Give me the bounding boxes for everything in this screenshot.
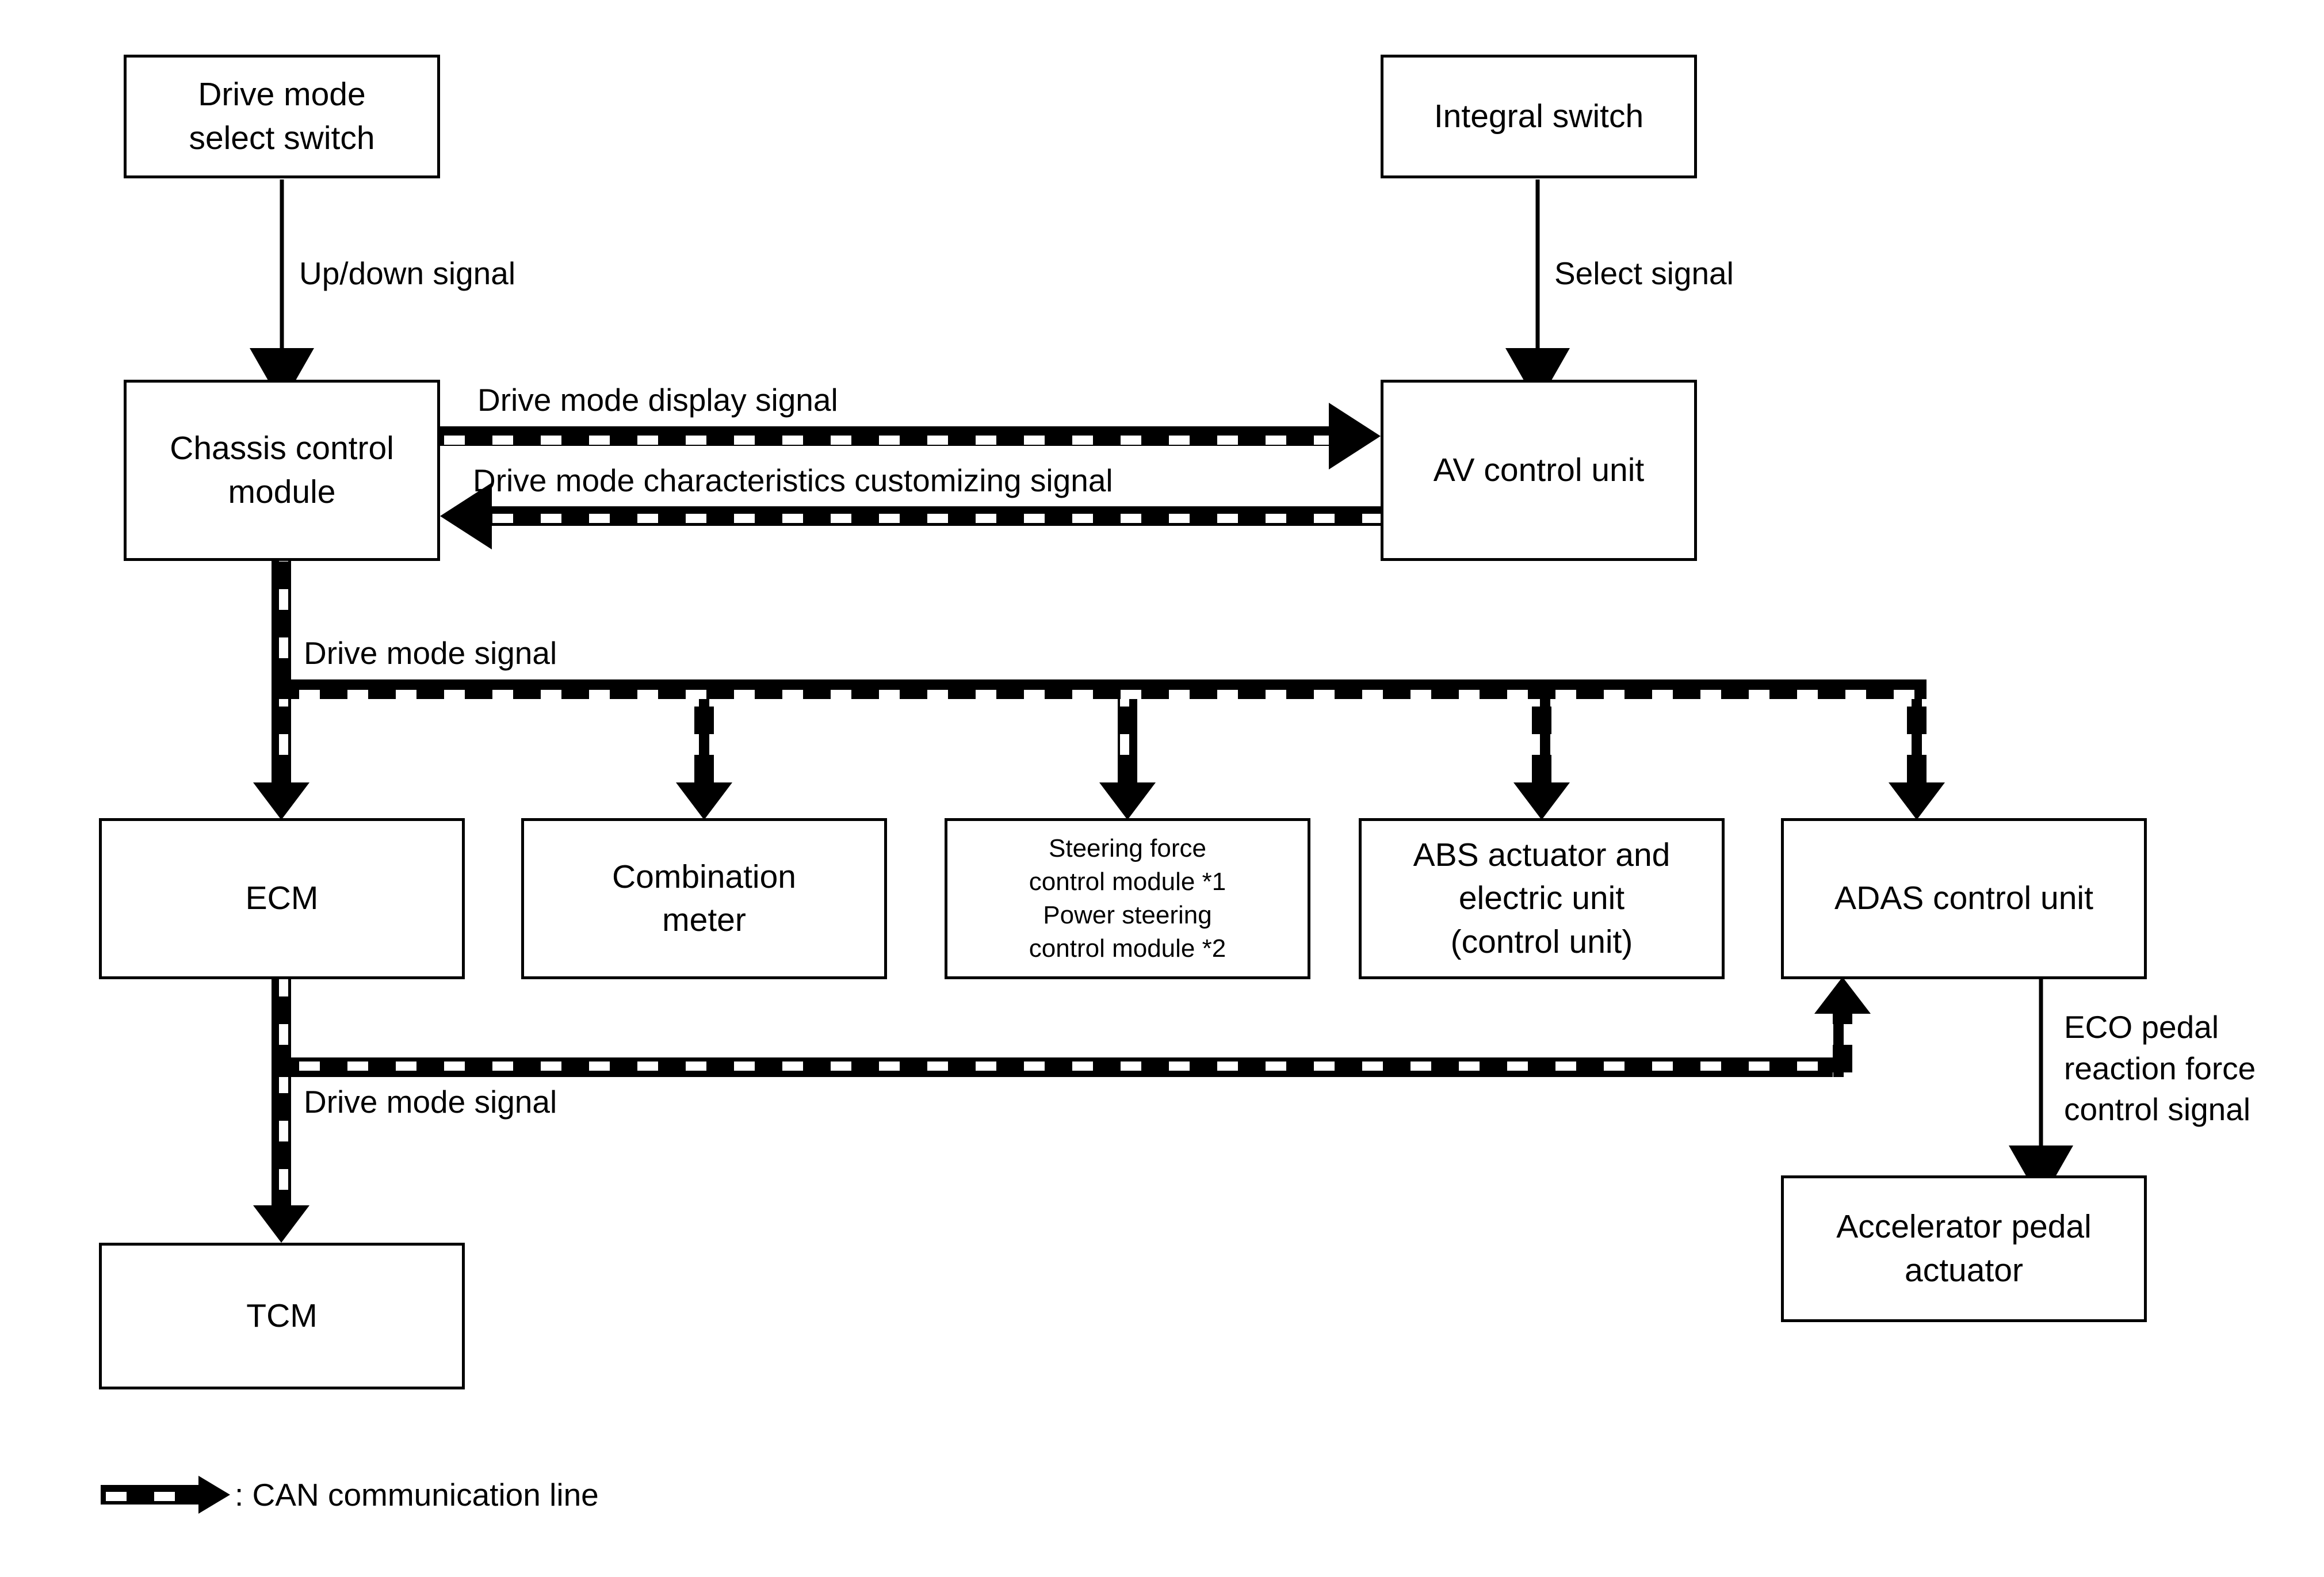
box-steering-force-control-module[interactable]: Steering force control module *1 Power s… bbox=[945, 818, 1310, 979]
box-label: ADAS control unit bbox=[1834, 880, 2093, 917]
box-label: TCM bbox=[246, 1297, 318, 1334]
label-eco-pedal-reaction-force-control-signal: ECO pedal reaction force control signal bbox=[2064, 1009, 2256, 1127]
box-label: Integral switch bbox=[1434, 97, 1644, 135]
box-accelerator-pedal-actuator[interactable]: Accelerator pedal actuator bbox=[1781, 1175, 2147, 1322]
label-select-signal: Select signal bbox=[1554, 255, 1734, 291]
box-abs-actuator-and-electric-unit[interactable]: ABS actuator and electric unit (control … bbox=[1359, 818, 1725, 979]
label-drive-mode-signal-bus: Drive mode signal bbox=[304, 635, 557, 671]
drive-mode-signal-tcm-line bbox=[253, 977, 1871, 1243]
box-chassis-control-module[interactable]: Chassis control module bbox=[124, 380, 440, 561]
label-drive-mode-signal-tcm: Drive mode signal bbox=[304, 1084, 557, 1120]
box-drive-mode-select-switch[interactable]: Drive mode select switch bbox=[124, 55, 440, 178]
box-label: ABS actuator and electric unit (control … bbox=[1413, 837, 1671, 960]
box-tcm[interactable]: TCM bbox=[99, 1243, 465, 1389]
box-label: Steering force control module *1 Power s… bbox=[1029, 834, 1226, 963]
box-label: Chassis control module bbox=[170, 430, 394, 510]
plain-connector-group bbox=[250, 180, 2073, 1202]
drive-mode-characteristics-customizing-signal-line bbox=[440, 483, 1381, 549]
label-drive-mode-characteristics-customizing-signal: Drive mode characteristics customizing s… bbox=[473, 463, 1113, 498]
drive-mode-signal-bus-line bbox=[253, 561, 1945, 820]
drive-mode-display-signal-line bbox=[440, 403, 1381, 469]
box-integral-switch[interactable]: Integral switch bbox=[1381, 55, 1697, 178]
box-ecm[interactable]: ECM bbox=[99, 818, 465, 979]
label-up-down-signal: Up/down signal bbox=[299, 255, 516, 291]
legend-label: : CAN communication line bbox=[235, 1477, 599, 1513]
box-av-control-unit[interactable]: AV control unit bbox=[1381, 380, 1697, 561]
box-combination-meter[interactable]: Combination meter bbox=[521, 818, 887, 979]
box-label: Combination meter bbox=[611, 858, 796, 938]
box-label: Accelerator pedal actuator bbox=[1836, 1208, 2092, 1289]
box-adas-control-unit[interactable]: ADAS control unit bbox=[1781, 818, 2147, 979]
label-drive-mode-display-signal: Drive mode display signal bbox=[477, 382, 838, 418]
can-line-arrow-icon bbox=[101, 1476, 230, 1514]
box-label: Drive mode select switch bbox=[189, 76, 375, 156]
box-label: ECM bbox=[245, 880, 319, 917]
box-label: AV control unit bbox=[1433, 451, 1645, 488]
